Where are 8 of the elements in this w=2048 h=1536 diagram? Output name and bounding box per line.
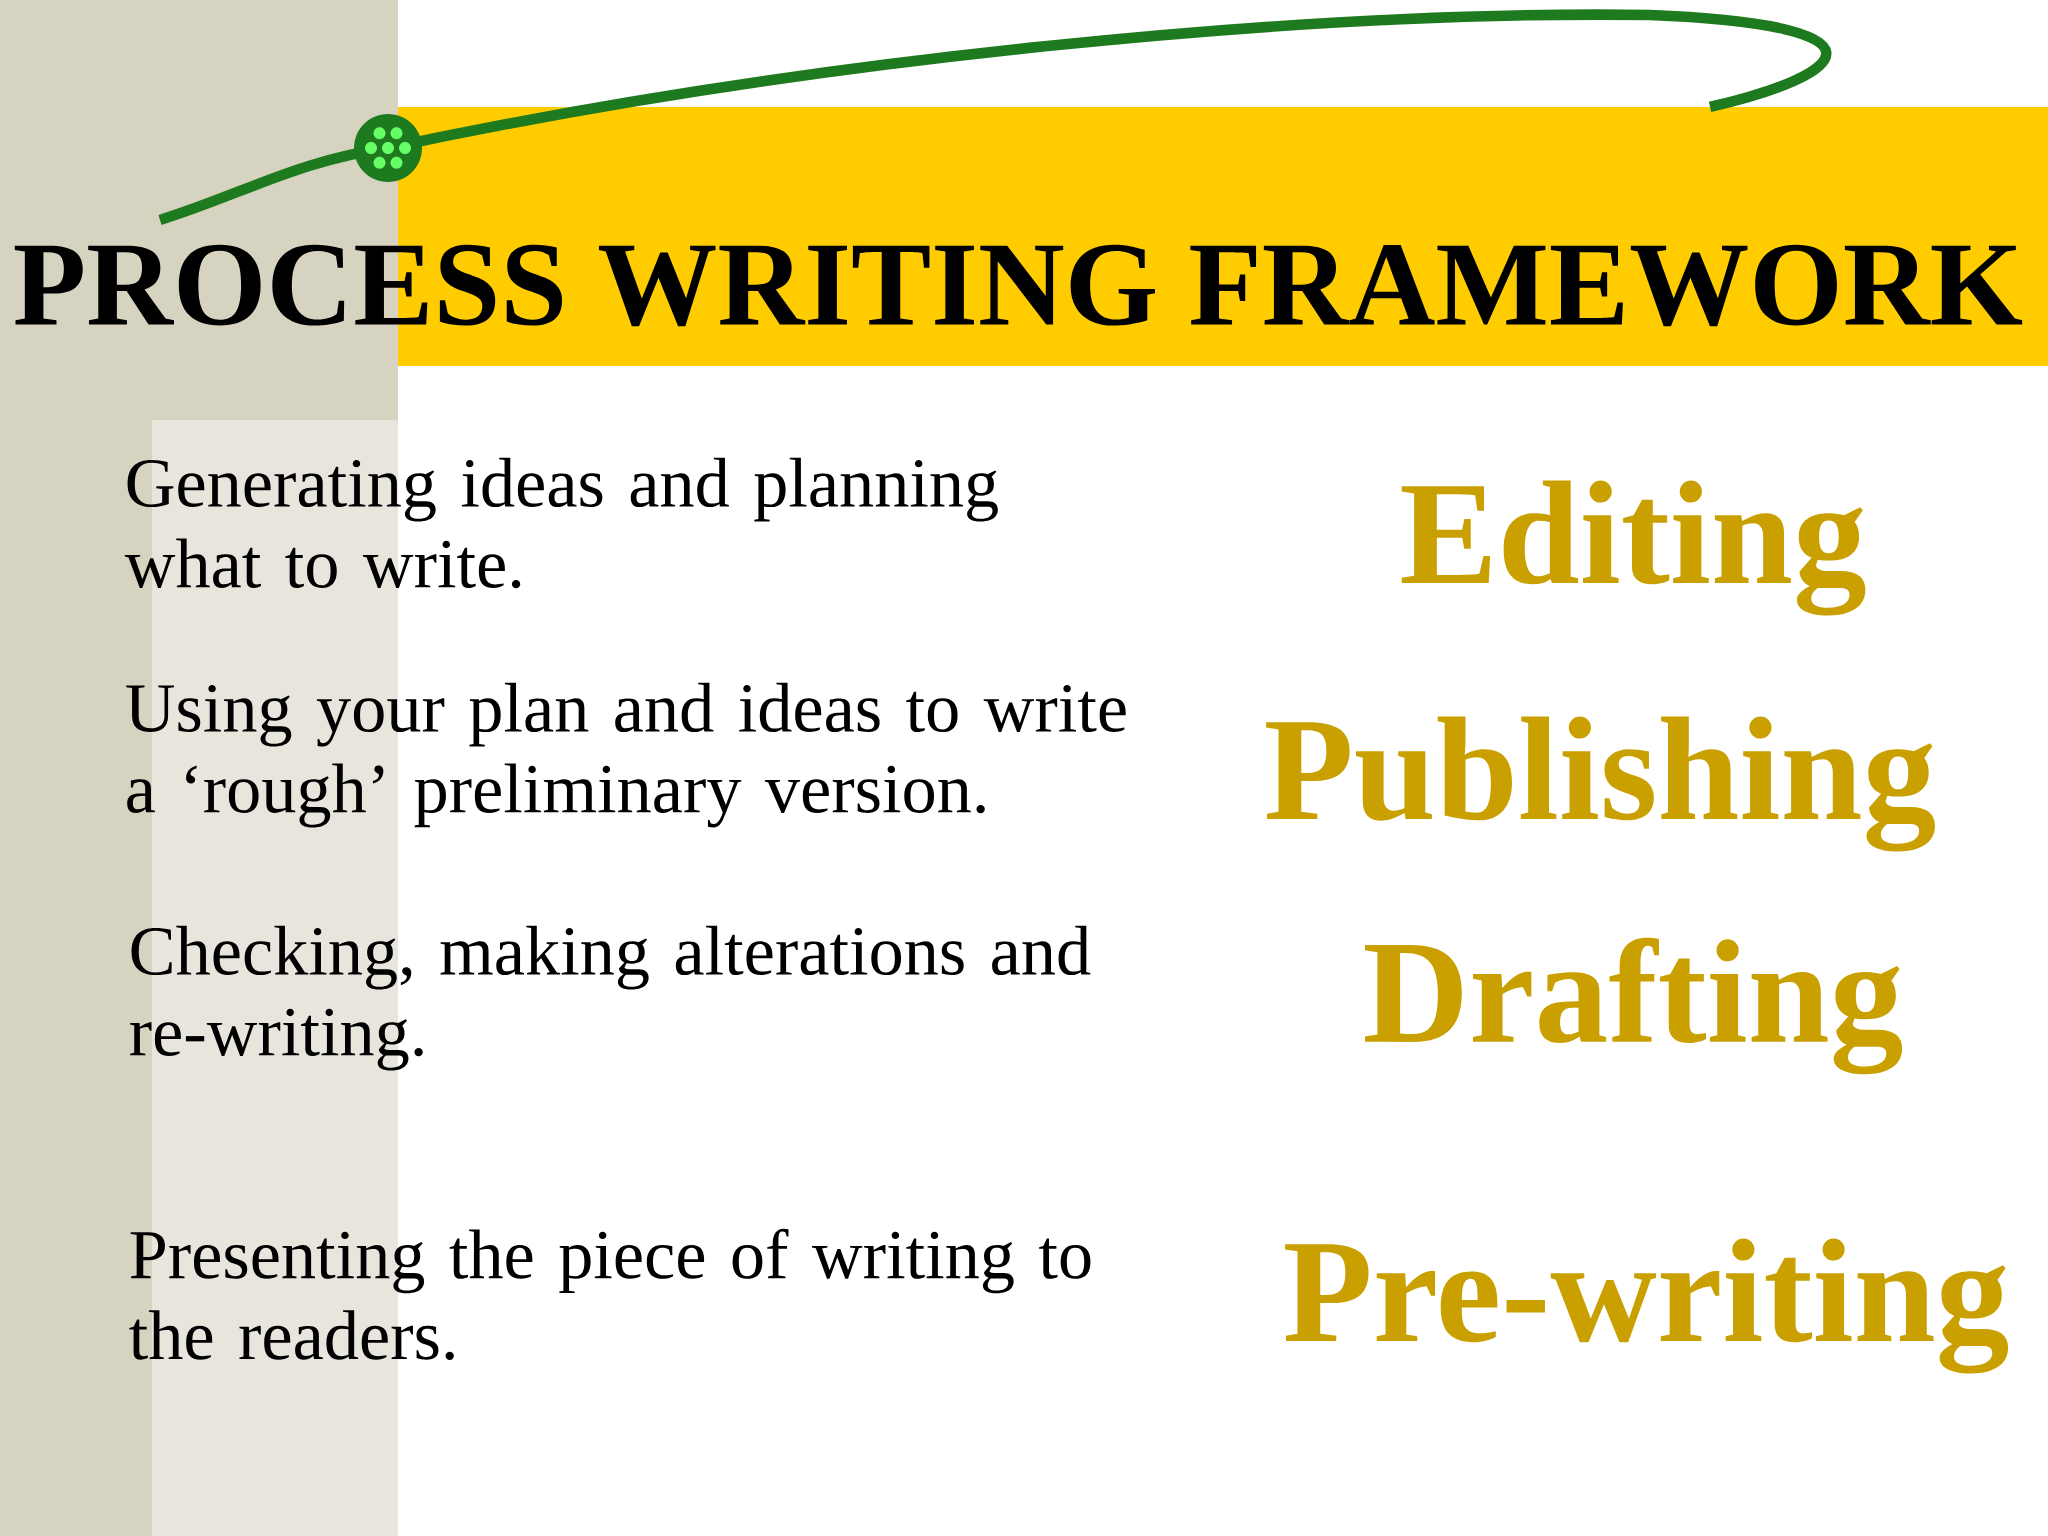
stage-word: Drafting xyxy=(1365,937,1903,1075)
description-text: Checking, making alterations and re-writing. xyxy=(130,925,1091,1071)
description-text: Presenting the piece of writing to the readers. xyxy=(129,1228,1091,1360)
stage-word: Publishing xyxy=(1266,716,1935,852)
stage-word: Pre-writing xyxy=(1285,1238,2009,1374)
description-text: Generating ideas and planning what to write. xyxy=(124,457,998,589)
stage-word: Editing xyxy=(1401,480,1866,616)
description-text: Using your plan and ideas to write a ‘rough’ preliminary version. xyxy=(126,682,1126,828)
